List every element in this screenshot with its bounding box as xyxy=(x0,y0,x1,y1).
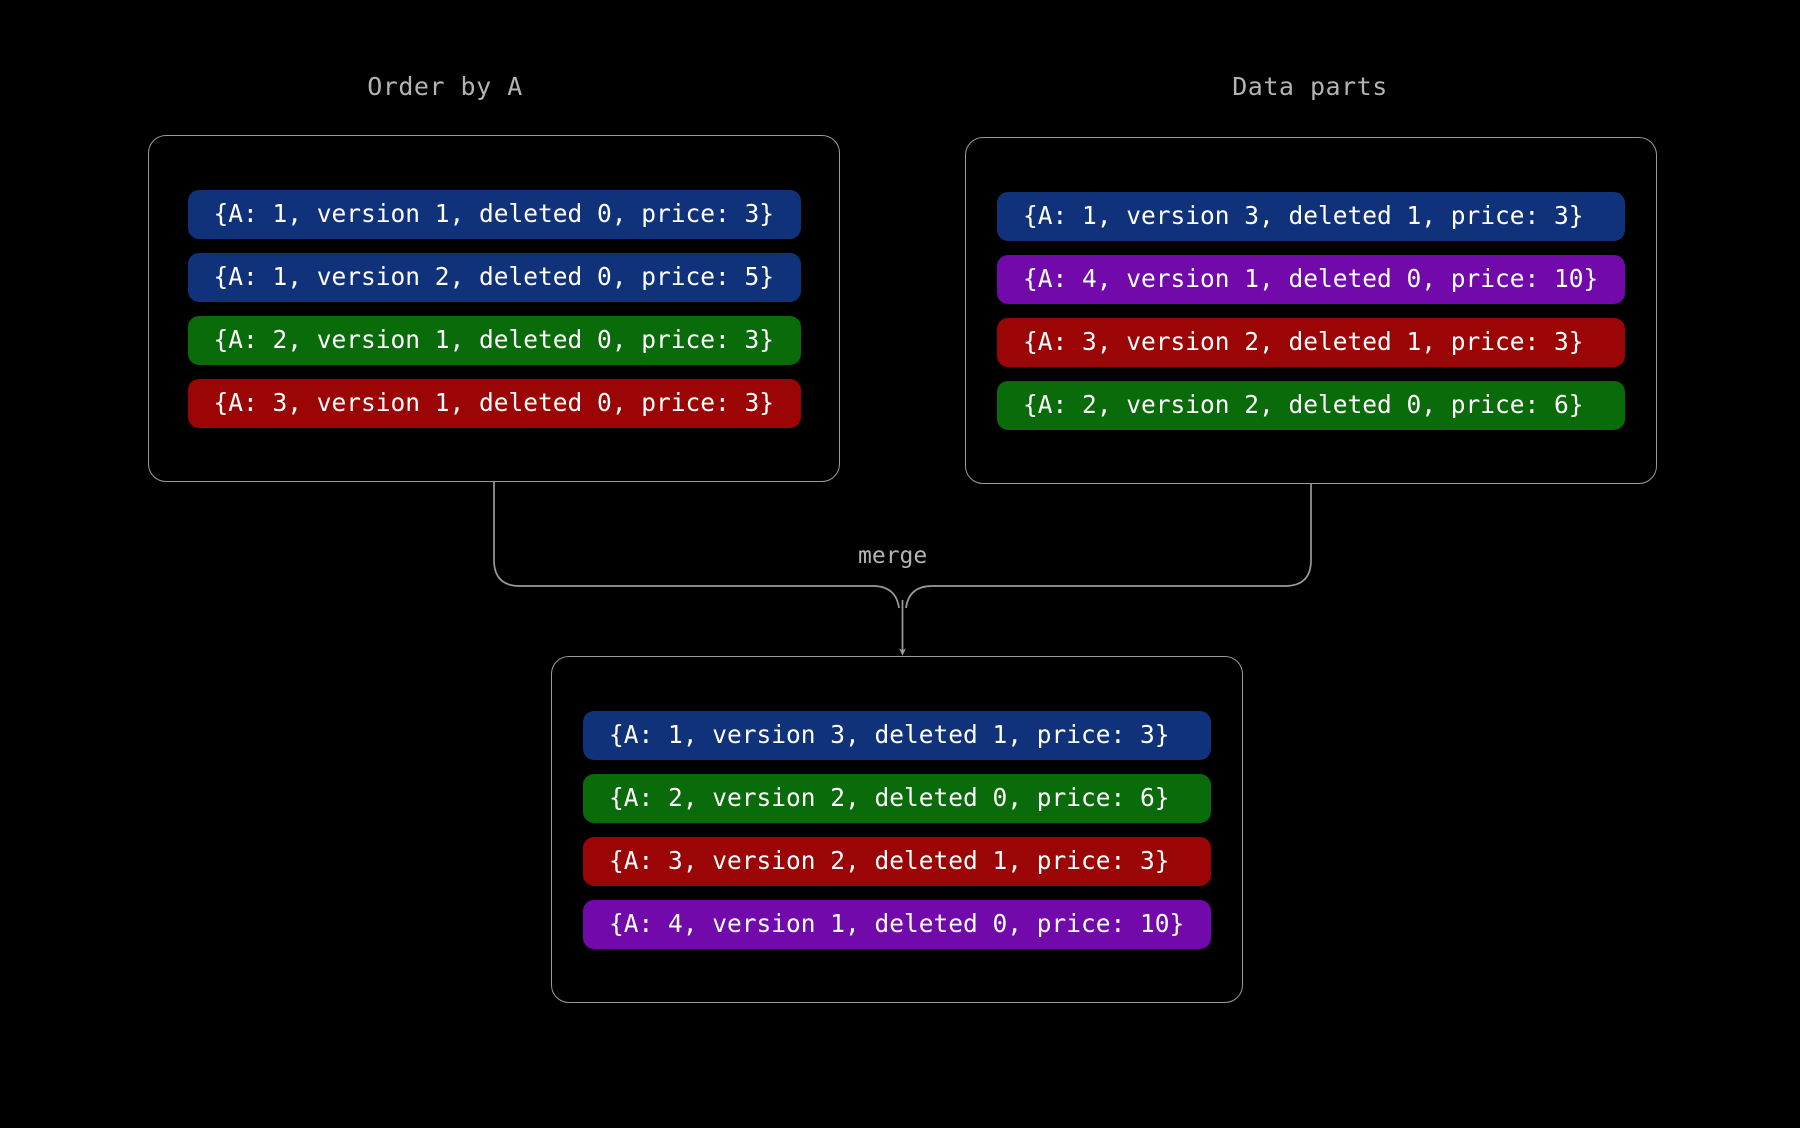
record-row[interactable]: {A: 3, version 1, deleted 0, price: 3} xyxy=(187,378,801,428)
record-row[interactable]: {A: 3, version 2, deleted 1, price: 3} xyxy=(583,836,1211,886)
record-row[interactable]: {A: 1, version 3, deleted 1, price: 3} xyxy=(997,191,1625,241)
record-list-merged: {A: 1, version 3, deleted 1, price: 3} {… xyxy=(552,710,1242,949)
connector-right-branch xyxy=(905,482,1312,609)
record-row[interactable]: {A: 4, version 1, deleted 0, price: 10} xyxy=(583,899,1211,949)
record-list-data-parts: {A: 1, version 3, deleted 1, price: 3} {… xyxy=(966,191,1656,430)
group-title-order-by: Order by A xyxy=(367,72,523,101)
record-row[interactable]: {A: 3, version 2, deleted 1, price: 3} xyxy=(997,317,1625,367)
group-box-data-parts: {A: 1, version 3, deleted 1, price: 3} {… xyxy=(965,137,1657,484)
record-list-order-by: {A: 1, version 1, deleted 0, price: 3} {… xyxy=(149,189,839,428)
record-row[interactable]: {A: 2, version 2, deleted 0, price: 6} xyxy=(997,380,1625,430)
group-box-order-by: {A: 1, version 1, deleted 0, price: 3} {… xyxy=(148,135,840,482)
record-row[interactable]: {A: 2, version 1, deleted 0, price: 3} xyxy=(187,315,801,365)
record-row[interactable]: {A: 1, version 2, deleted 0, price: 5} xyxy=(187,252,801,302)
record-row[interactable]: {A: 1, version 1, deleted 0, price: 3} xyxy=(187,189,801,239)
edge-label-merge: merge xyxy=(858,543,928,569)
group-box-merged-result: {A: 1, version 3, deleted 1, price: 3} {… xyxy=(551,656,1243,1003)
record-row[interactable]: {A: 4, version 1, deleted 0, price: 10} xyxy=(997,254,1625,304)
record-row[interactable]: {A: 2, version 2, deleted 0, price: 6} xyxy=(583,773,1211,823)
record-row[interactable]: {A: 1, version 3, deleted 1, price: 3} xyxy=(583,710,1211,760)
connector-left-branch xyxy=(493,482,900,609)
group-title-data-parts: Data parts xyxy=(1232,72,1388,101)
